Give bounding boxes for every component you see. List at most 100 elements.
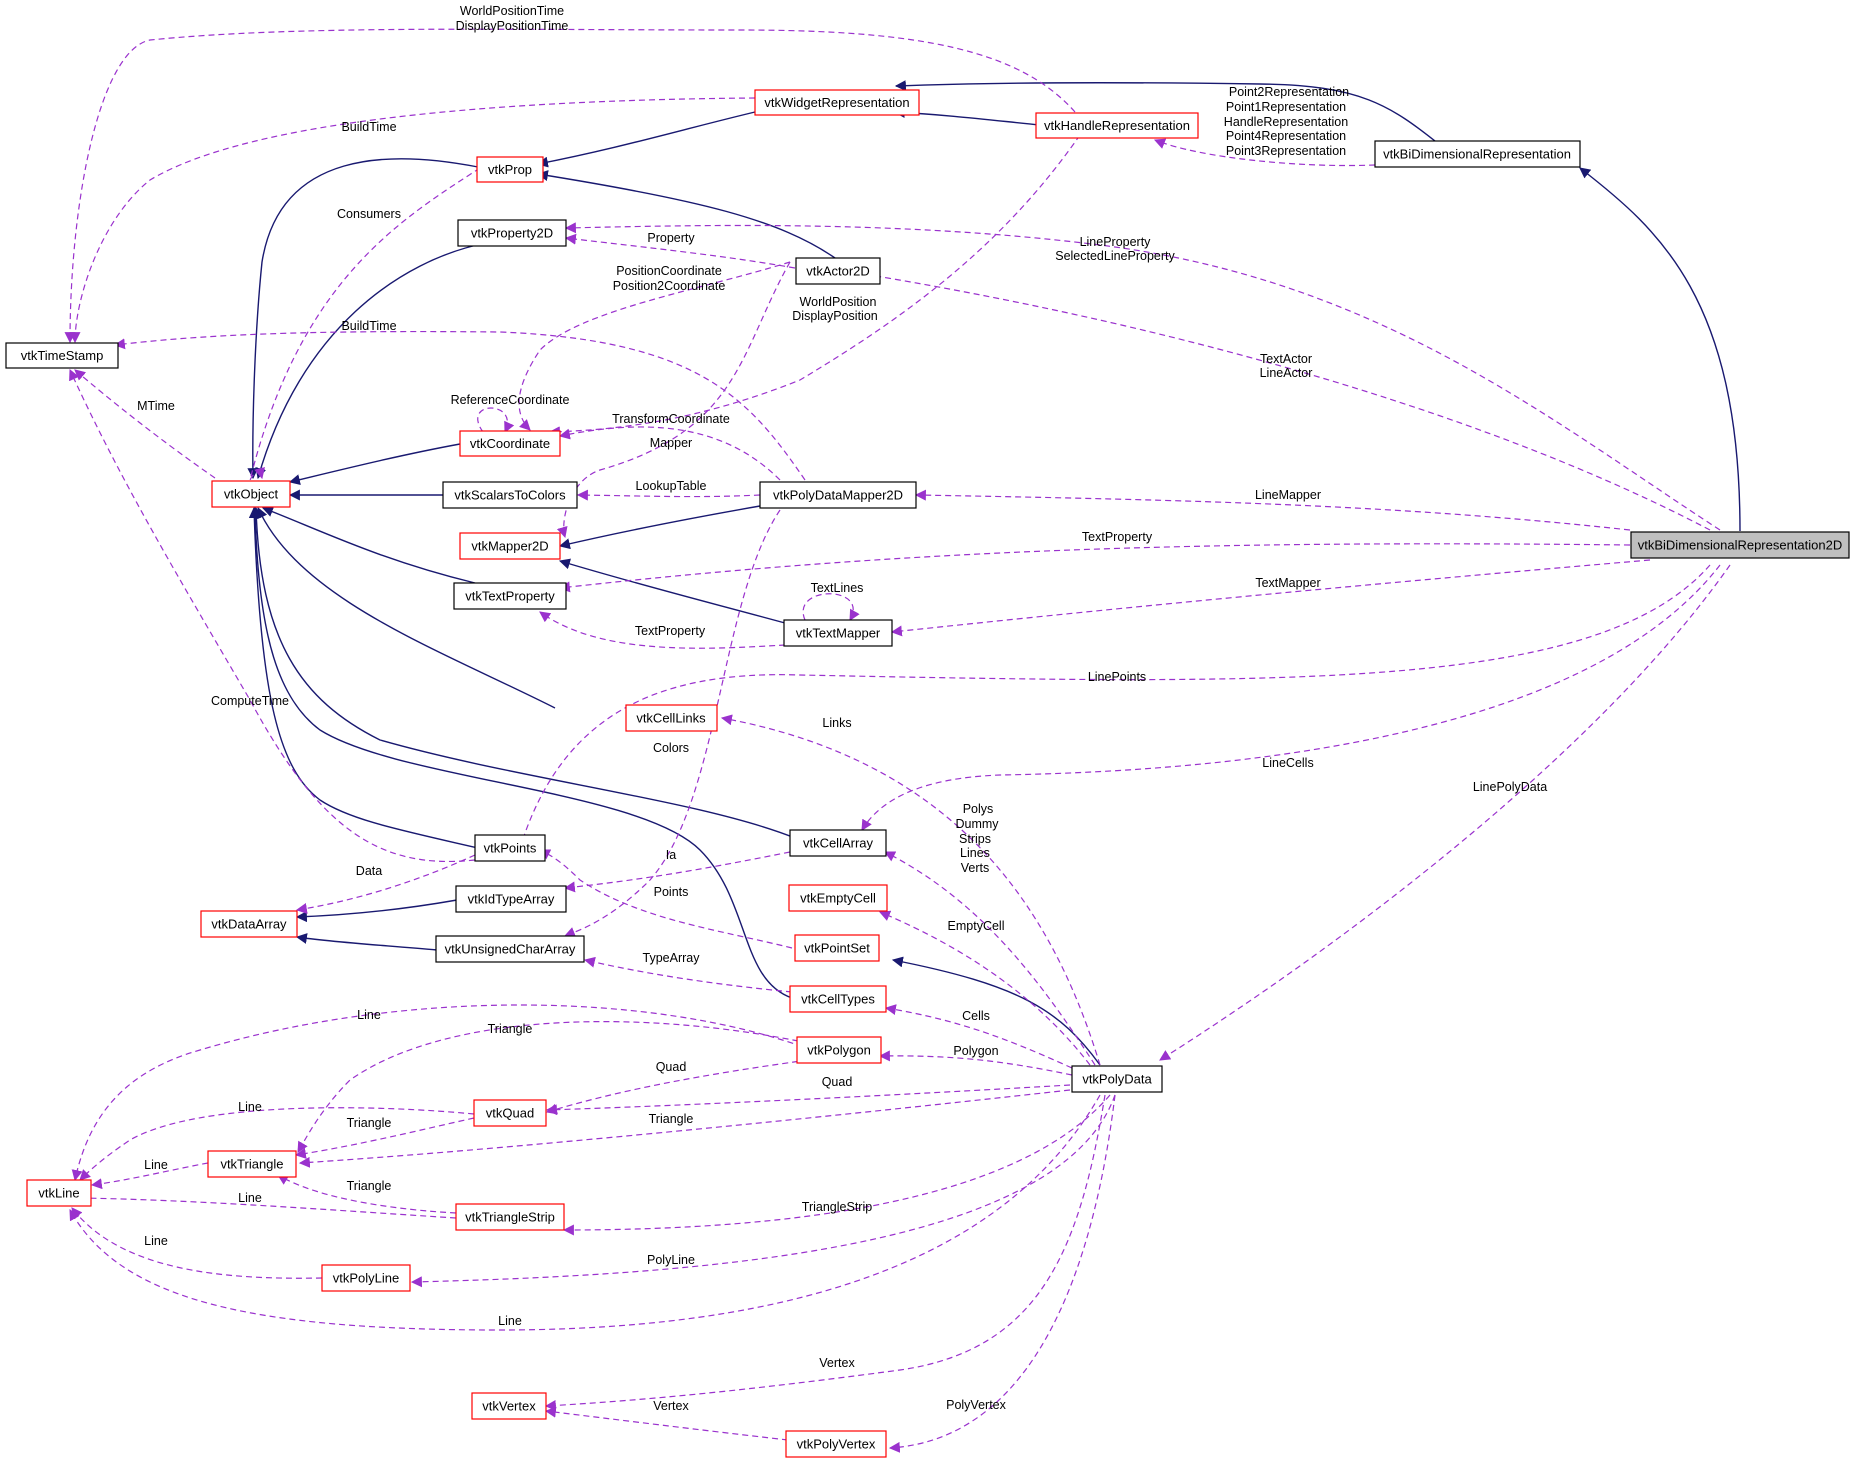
label-verts: Verts	[961, 861, 990, 875]
edge-labels: WorldPositionTime DisplayPositionTime Bu…	[137, 4, 1547, 1413]
node-label: vtkPolyVertex	[797, 1437, 876, 1452]
node-label: vtkLine	[38, 1186, 79, 1201]
label-polyline: PolyLine	[647, 1253, 695, 1267]
node-vtkPointSet[interactable]: vtkPointSet	[794, 934, 880, 962]
label-triangle-polygon: Triangle	[488, 1022, 533, 1036]
label-quad-pd: Quad	[822, 1075, 853, 1089]
edge-polydata-linepolydata	[1159, 564, 1731, 1061]
node-label: vtkMapper2D	[471, 539, 548, 554]
node-vtkCellTypes[interactable]: vtkCellTypes	[789, 985, 887, 1013]
label-computetime: ComputeTime	[211, 694, 289, 708]
label-line-pd: Line	[498, 1314, 522, 1328]
edge-trianglestrip-pd	[562, 1094, 1111, 1236]
edge-textmapper-textlines	[802, 593, 860, 621]
edge-line-triangle	[90, 1162, 209, 1190]
node-label: vtkTextMapper	[796, 626, 881, 641]
label-triangle-quad: Triangle	[347, 1116, 392, 1130]
label-textmapper: TextMapper	[1255, 576, 1320, 590]
node-vtkBiDimensionalRepresentation[interactable]: vtkBiDimensionalRepresentation	[1374, 140, 1581, 168]
node-vtkCellArray[interactable]: vtkCellArray	[789, 829, 887, 857]
label-cells: Cells	[962, 1009, 990, 1023]
edge-object-to-coordinate	[288, 443, 461, 486]
node-label: vtkCellTypes	[801, 992, 875, 1007]
label-position2coordinate: Position2Coordinate	[613, 279, 726, 293]
edge-object-to-property2d	[255, 242, 487, 480]
node-vtkTimeStamp[interactable]: vtkTimeStamp	[5, 342, 119, 369]
label-textproperty-mapper: TextProperty	[635, 624, 706, 638]
node-label: vtkTriangleStrip	[465, 1210, 555, 1225]
label-vertex-pd: Vertex	[819, 1356, 855, 1370]
node-vtkPolyVertex[interactable]: vtkPolyVertex	[785, 1430, 887, 1458]
node-vtkMapper2D[interactable]: vtkMapper2D	[459, 532, 561, 560]
label-mapper: Mapper	[650, 436, 692, 450]
edge-property2d-property	[564, 233, 796, 269]
node-label: vtkObject	[224, 487, 279, 502]
label-linecells: LineCells	[1262, 756, 1313, 770]
label-textactor: TextActor	[1260, 352, 1312, 366]
label-lineactor: LineActor	[1260, 366, 1313, 380]
node-vtkScalarsToColors[interactable]: vtkScalarsToColors	[442, 481, 578, 509]
node-vtkTriangle[interactable]: vtkTriangle	[207, 1150, 297, 1178]
node-vtkQuad[interactable]: vtkQuad	[473, 1099, 547, 1127]
node-vtkPolyDataMapper2D[interactable]: vtkPolyDataMapper2D	[759, 481, 917, 509]
node-vtkLine[interactable]: vtkLine	[26, 1179, 92, 1207]
edge-dataarray-to-idtypearray	[295, 899, 458, 923]
edge-dataarray-to-unsignedchararray	[295, 933, 438, 951]
node-vtkUnsignedCharArray[interactable]: vtkUnsignedCharArray	[435, 935, 585, 963]
label-typearray: TypeArray	[643, 951, 701, 965]
node-vtkWidgetRepresentation[interactable]: vtkWidgetRepresentation	[754, 89, 920, 116]
label-displayposition: DisplayPosition	[792, 309, 878, 323]
label-consumers: Consumers	[337, 207, 401, 221]
node-vtkPolyLine[interactable]: vtkPolyLine	[321, 1264, 411, 1292]
node-vtkPoints[interactable]: vtkPoints	[474, 834, 546, 862]
label-point2rep: Point2Representation	[1229, 85, 1349, 99]
edge-triangle-polygon	[297, 1021, 809, 1153]
edge-coordinate-worldposition	[548, 134, 1081, 438]
node-vtkTriangleStrip[interactable]: vtkTriangleStrip	[455, 1203, 565, 1231]
node-vtkPolygon[interactable]: vtkPolygon	[796, 1036, 882, 1064]
label-buildtime-mapper: BuildTime	[341, 319, 396, 333]
node-vtkIdTypeArray[interactable]: vtkIdTypeArray	[455, 885, 567, 913]
edge-property2d-consumers	[249, 167, 481, 481]
node-vtkVertex[interactable]: vtkVertex	[471, 1392, 547, 1420]
edge-cellarray-linecells	[861, 564, 1721, 831]
edge-actor2d-textactor	[868, 271, 1711, 531]
node-label: vtkPolyData	[1082, 1072, 1152, 1087]
node-label: vtkScalarsToColors	[454, 488, 566, 503]
node-vtkTextMapper[interactable]: vtkTextMapper	[783, 619, 893, 647]
edge-coordinate-reference	[477, 407, 515, 433]
label-line-triangle: Line	[144, 1158, 168, 1172]
node-vtkActor2D[interactable]: vtkActor2D	[795, 257, 881, 285]
node-vtkBiDimensionalRepresentation2D[interactable]: vtkBiDimensionalRepresentation2D	[1630, 531, 1850, 559]
node-vtkProp[interactable]: vtkProp	[476, 156, 544, 183]
node-label: vtkEmptyCell	[800, 891, 876, 906]
label-colors: Colors	[653, 741, 689, 755]
edge-triangle-strip	[277, 1174, 457, 1214]
edge-celllinks-links	[720, 714, 1101, 1066]
node-vtkHandleRepresentation[interactable]: vtkHandleRepresentation	[1035, 112, 1199, 139]
node-vtkDataArray[interactable]: vtkDataArray	[200, 910, 298, 938]
edge-polyvertex-pd	[888, 1094, 1116, 1453]
edge-emptycell-emptycell	[878, 910, 1091, 1066]
node-vtkCellLinks[interactable]: vtkCellLinks	[625, 704, 718, 732]
edge-points-points	[539, 849, 793, 949]
edge-prop-to-widgetrep	[536, 111, 756, 168]
node-vtkObject[interactable]: vtkObject	[211, 480, 291, 508]
edge-object-to-mapper2d	[257, 506, 556, 709]
edge-triangle-pd	[298, 1089, 1071, 1168]
node-vtkEmptyCell[interactable]: vtkEmptyCell	[788, 884, 888, 912]
node-vtkCoordinate[interactable]: vtkCoordinate	[459, 430, 561, 457]
edge-idtypearray-ia	[563, 851, 791, 893]
label-textproperty-rep: TextProperty	[1082, 530, 1153, 544]
label-line-strip: Line	[238, 1191, 262, 1205]
node-vtkTextProperty[interactable]: vtkTextProperty	[453, 582, 567, 610]
node-label: vtkPointSet	[804, 941, 870, 956]
node-vtkProperty2D[interactable]: vtkProperty2D	[457, 219, 567, 247]
label-vertex-pv: Vertex	[653, 1399, 689, 1413]
label-point1rep: Point1Representation	[1226, 100, 1346, 114]
node-label: vtkCoordinate	[470, 436, 550, 451]
node-label: vtkQuad	[486, 1106, 534, 1121]
label-positioncoordinate: PositionCoordinate	[616, 264, 722, 278]
node-label: vtkUnsignedCharArray	[445, 942, 576, 957]
node-vtkPolyData[interactable]: vtkPolyData	[1071, 1065, 1163, 1093]
